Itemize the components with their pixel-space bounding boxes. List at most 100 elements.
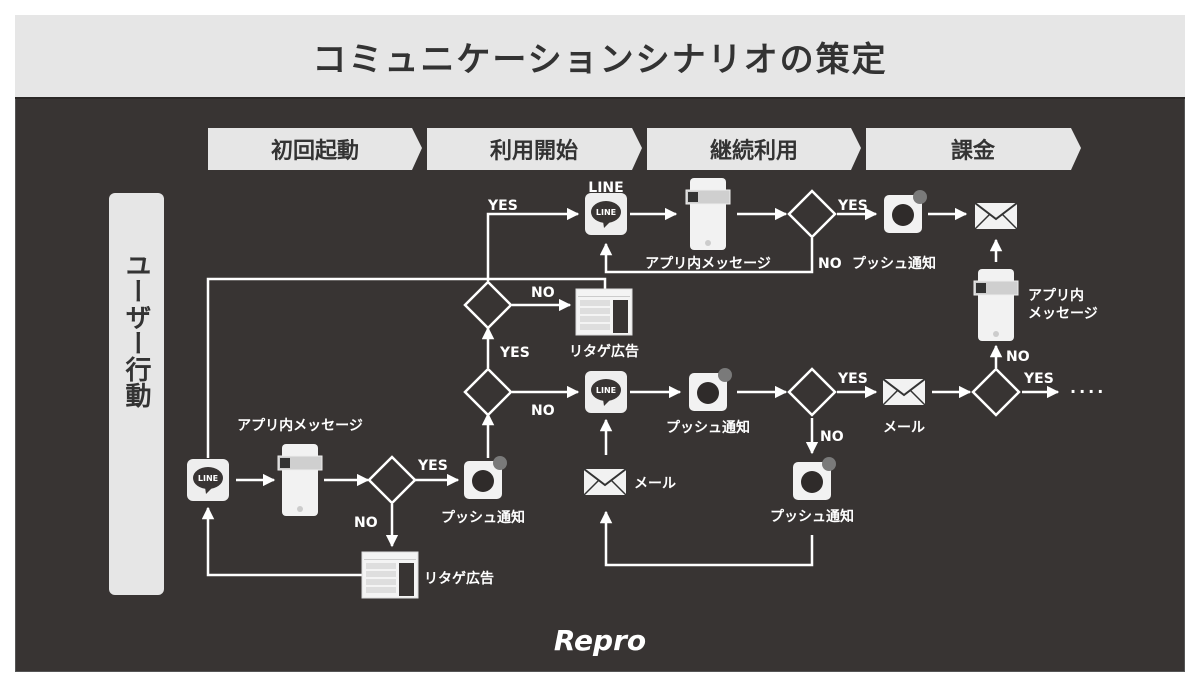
arrow	[206, 277, 607, 458]
ellipsis: ····	[1070, 382, 1106, 401]
stage-start-use	[427, 128, 642, 170]
yes-label: YES	[837, 198, 868, 214]
stage-label: 初回起動	[271, 138, 359, 164]
no-label: NO	[1006, 349, 1030, 365]
stage-bar: 初回起動 利用開始 継続利用 課金	[208, 128, 1081, 170]
arrow	[201, 506, 362, 577]
stage-label: 課金	[951, 138, 996, 164]
mail-node	[974, 202, 1018, 230]
content-block	[366, 579, 396, 585]
retarget-ad-node	[361, 551, 419, 599]
in-app-message-node	[973, 269, 1019, 341]
notification-badge	[718, 368, 732, 382]
yes-label: YES	[837, 371, 868, 387]
content-block	[366, 563, 396, 569]
push-label: プッシュ通知	[666, 419, 750, 436]
push-label: プッシュ通知	[770, 508, 854, 525]
retarget-ad-node	[575, 288, 633, 336]
ad-banner-slot	[399, 563, 414, 596]
push-label: プッシュ通知	[852, 255, 936, 272]
line-glyph-text: LINE	[596, 208, 616, 217]
yes-label: YES	[417, 458, 448, 474]
speech-bubble-icon	[193, 467, 223, 489]
notification-badge	[493, 456, 507, 470]
yes-label: YES	[1023, 371, 1054, 387]
speech-bubble-icon	[591, 379, 621, 401]
yes-label: YES	[499, 345, 530, 361]
content-block	[366, 571, 396, 577]
yes-label: YES	[487, 198, 518, 214]
envelope-fold	[1001, 213, 1018, 230]
edge-labels: YES NO YES NO NO YES YES NO YES NO NO YE…	[354, 198, 1106, 531]
push-node	[464, 456, 507, 499]
line-glyph-text: LINE	[198, 474, 218, 483]
in-app-message-node	[277, 444, 323, 516]
connectors	[201, 207, 1060, 577]
decision-diamond-icon	[367, 455, 417, 505]
decision-diamond-icon	[463, 367, 513, 417]
speech-bubble-tail	[603, 399, 611, 406]
line-title-label: LINE	[588, 180, 623, 196]
mail-node	[583, 468, 627, 496]
push-node	[689, 368, 732, 411]
app-circle	[801, 471, 823, 493]
smartphone-icon	[282, 444, 318, 516]
speech-bubble-icon	[591, 201, 621, 223]
decision-diamond-icon	[787, 367, 837, 417]
envelope-fold	[974, 213, 991, 230]
content-block	[580, 324, 610, 330]
speech-bubble-tail	[205, 487, 213, 494]
arrow	[486, 207, 580, 281]
side-label: ユーザー行動	[121, 252, 152, 409]
mail-node	[882, 378, 926, 406]
push-node	[884, 190, 927, 233]
decision-node	[787, 189, 837, 239]
envelope-fold	[610, 479, 627, 496]
stage-billing	[866, 128, 1081, 170]
in-app-message-label: アプリ内メッセージ	[645, 255, 771, 272]
smartphone-icon	[978, 269, 1014, 341]
arrow	[599, 510, 814, 567]
line-node: LINE	[585, 371, 627, 413]
decision-diamond-icon	[787, 189, 837, 239]
app-circle	[892, 204, 914, 226]
ad-banner-slot	[613, 300, 628, 333]
no-label: NO	[820, 429, 844, 445]
push-label: プッシュ通知	[441, 509, 525, 526]
home-button	[297, 506, 303, 512]
stage-initial-launch	[208, 128, 422, 170]
banner-thumbnail	[976, 283, 986, 293]
no-label: NO	[354, 515, 378, 531]
no-label: NO	[531, 403, 555, 419]
line-node: LINE	[585, 193, 627, 235]
no-label: NO	[531, 285, 555, 301]
in-app-message-label-line2: メッセージ	[1028, 306, 1098, 322]
app-circle	[697, 382, 719, 404]
diagram-frame	[15, 15, 1185, 672]
decision-diamond-icon	[971, 367, 1021, 417]
repro-logo: Repro	[554, 624, 646, 657]
browser-toolbar	[364, 559, 416, 560]
retarget-ad-label: リタゲ広告	[424, 570, 494, 587]
in-app-message-label: アプリ内メッセージ	[237, 417, 363, 434]
stage-label: 継続利用	[710, 138, 798, 164]
title-bar: コミュニケーションシナリオの策定	[15, 15, 1185, 99]
envelope-flap	[974, 202, 1018, 221]
envelope-flap	[882, 378, 926, 397]
node-labels: LINE アプリ内メッセージ プッシュ通知 リタゲ広告 リタゲ広告 アプリ内メッ…	[237, 180, 1098, 587]
nodes: LINE LINE LINE	[187, 178, 1021, 599]
banner-thumbnail	[280, 458, 290, 468]
smartphone-icon	[690, 178, 726, 250]
decision-node	[463, 280, 513, 330]
retarget-ad-label: リタゲ広告	[569, 343, 639, 360]
stage-continued-use	[647, 128, 861, 170]
banner-thumbnail	[688, 192, 698, 202]
decision-node	[367, 455, 417, 505]
speech-bubble-tail	[603, 221, 611, 228]
stage-label: 利用開始	[490, 138, 578, 164]
mail-label: メール	[883, 420, 925, 436]
line-glyph-text: LINE	[596, 386, 616, 395]
content-block	[580, 308, 610, 314]
decision-node	[787, 367, 837, 417]
